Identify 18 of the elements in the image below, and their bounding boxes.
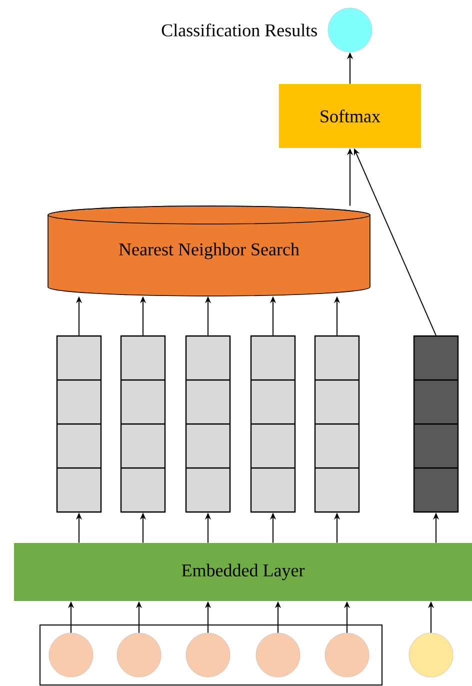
circle-node: [256, 632, 300, 678]
vector-bar: [250, 335, 296, 513]
group-frame: [40, 624, 382, 686]
vector-bar: [314, 335, 360, 513]
circle-node: [328, 8, 372, 52]
layer-band: Embedded Layer: [14, 543, 472, 601]
vector-bar: [120, 335, 166, 513]
vector-bar: [56, 335, 102, 513]
vector-bar: [185, 335, 231, 513]
cylinder-node: Nearest Neighbor Search: [48, 206, 370, 296]
circle-node: [408, 632, 454, 678]
circle-node: [324, 632, 370, 678]
vector-bar: [413, 335, 459, 513]
circle-node: [48, 632, 94, 678]
process-box: Softmax: [279, 84, 421, 148]
circle-node: [116, 632, 162, 678]
circle-node: [186, 632, 230, 678]
node-caption: Classification Results: [162, 24, 317, 36]
